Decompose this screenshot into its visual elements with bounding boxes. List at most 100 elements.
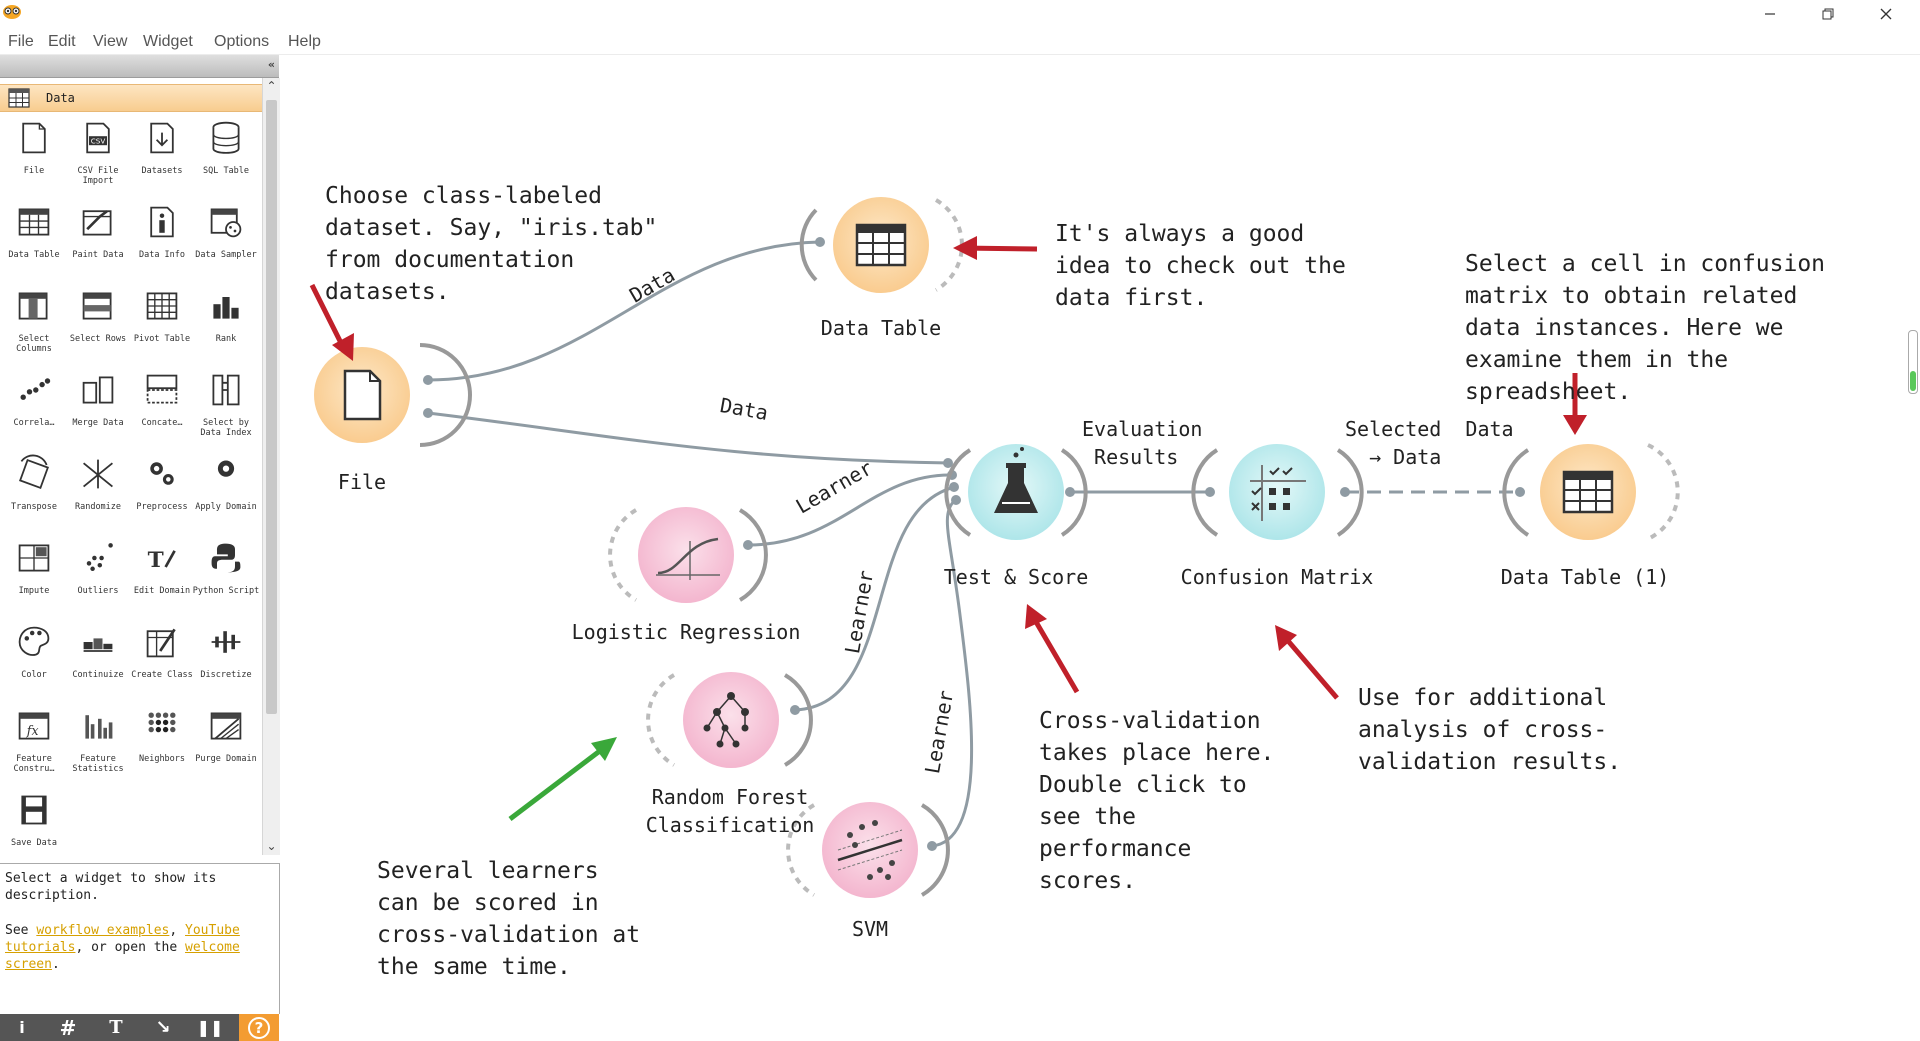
widget-tile[interactable]: Data Sampler (194, 200, 258, 284)
minimize-button[interactable] (1750, 2, 1790, 26)
widget-tile[interactable]: Pivot Table (130, 284, 194, 368)
welcome-screen-link[interactable]: welcome screen (5, 940, 240, 972)
widget-tile[interactable]: Save Data (2, 788, 66, 855)
tree-icon (703, 692, 749, 748)
menu-options[interactable]: Options (214, 33, 270, 50)
table-icon (1562, 470, 1614, 514)
note-check-data[interactable]: It's always a good idea to check out the… (1055, 221, 1346, 311)
node-svm[interactable] (786, 802, 950, 898)
pause-button[interactable]: ❚❚ (190, 1014, 230, 1041)
text-annotation-button[interactable]: T (96, 1014, 136, 1041)
widget-tile[interactable]: Transpose (2, 452, 66, 536)
scrollbar-thumb[interactable] (266, 100, 277, 714)
menu-widget[interactable]: Widget (143, 33, 193, 50)
widget-tile-label: Apply Domain (195, 502, 257, 512)
widget-tile[interactable]: File (2, 116, 66, 200)
widget-tile[interactable]: Rank (194, 284, 258, 368)
widget-tile[interactable]: Color (2, 620, 66, 704)
help-button[interactable]: ? (239, 1014, 279, 1041)
widget-tile[interactable]: Select Columns (2, 284, 66, 368)
node-file[interactable] (314, 343, 472, 447)
info-icon (150, 206, 174, 238)
widget-tile[interactable]: Data Info (130, 200, 194, 284)
node-label-confusion-matrix: Confusion Matrix (1180, 565, 1374, 589)
widget-tile-label: Paint Data (72, 250, 124, 260)
menu-help[interactable]: Help (288, 33, 321, 50)
widget-tile[interactable]: Create Class (130, 620, 194, 704)
widget-tile[interactable]: Discretize (194, 620, 258, 704)
menu-file[interactable]: File (8, 33, 34, 50)
widget-tile[interactable]: Merge Data (66, 368, 130, 452)
widget-tile-label: Data Table (8, 250, 60, 260)
note-cross-validation[interactable]: Cross-validation takes place here. Doubl… (1039, 708, 1275, 894)
note-additional-analysis[interactable]: Use for additional analysis of cross- va… (1358, 685, 1622, 775)
table-icon (18, 208, 50, 236)
node-random-forest[interactable] (646, 672, 813, 768)
arrow-table-note[interactable] (953, 236, 1038, 260)
widget-tile[interactable]: Concate… (130, 368, 194, 452)
widget-tile[interactable]: Datasets (130, 116, 194, 200)
note-select-cell[interactable]: Select a cell in confusion matrix to obt… (1465, 251, 1826, 405)
note-choose-dataset[interactable]: Choose class-labeled dataset. Say, "iris… (325, 183, 658, 305)
widget-tile[interactable]: Preprocess (130, 452, 194, 536)
youtube-tutorials-link[interactable]: YouTube tutorials (5, 923, 240, 955)
restore-button[interactable] (1808, 2, 1848, 26)
widget-tile[interactable]: Outliers (66, 536, 130, 620)
widget-tile[interactable]: Python Script (193, 536, 259, 620)
widget-tile[interactable]: Impute (2, 536, 66, 620)
link-svm-testscore[interactable] (931, 498, 974, 848)
arrow-cm-select-note[interactable] (1563, 373, 1587, 435)
link-file-datatable[interactable] (427, 240, 821, 382)
widget-tile[interactable]: Select by Data Index (194, 368, 258, 452)
info-button[interactable]: i (2, 1014, 42, 1041)
widget-tile[interactable]: Neighbors (130, 704, 194, 788)
link-lr-testscore[interactable] (747, 473, 951, 547)
widget-tile[interactable]: SQL Table (194, 116, 258, 200)
workflow-canvas[interactable]: Data Data Learner Learner Learner Evalua… (280, 55, 1920, 1041)
widget-tile[interactable]: Purge Domain (194, 704, 258, 788)
widget-tile[interactable]: Feature Statistics (66, 704, 130, 788)
category-data[interactable]: Data (0, 84, 262, 112)
menu-view[interactable]: View (93, 33, 128, 50)
workflow-examples-link[interactable]: workflow examples (36, 923, 170, 938)
widget-tile[interactable]: Correla… (2, 368, 66, 452)
widget-tile[interactable]: Randomize (66, 452, 130, 536)
canvas-scroll-indicator[interactable] (1908, 330, 1918, 394)
toolbox-scrollbar[interactable]: ⌃ ⌄ (262, 78, 280, 855)
widget-tile[interactable]: Data Table (2, 200, 66, 284)
link-rf-testscore[interactable] (794, 485, 956, 712)
widget-tile-label: Preprocess (136, 502, 188, 512)
note-several-learners[interactable]: Several learners can be scored in cross-… (377, 858, 641, 980)
scroll-down-icon[interactable]: ⌄ (266, 839, 277, 853)
widget-tile[interactable]: Apply Domain (194, 452, 258, 536)
node-logistic-regression[interactable] (608, 507, 768, 603)
scroll-up-icon[interactable]: ⌃ (266, 79, 277, 93)
widget-tile[interactable]: Select Rows (66, 284, 130, 368)
palette-icon (18, 626, 50, 656)
widget-tile-label: Edit Domain (133, 586, 191, 596)
arrow-annotation-button[interactable]: ↘ (143, 1014, 183, 1041)
confusion-matrix-icon (1250, 465, 1306, 521)
node-data-table[interactable] (799, 197, 964, 293)
node-confusion-matrix[interactable] (1191, 444, 1364, 540)
collapse-dock-icon[interactable]: « (267, 58, 275, 71)
widget-tile[interactable]: Paint Data (66, 200, 130, 284)
widget-tile-label: Select Rows (69, 334, 127, 344)
node-data-table-1[interactable] (1502, 443, 1680, 541)
arrow-learners-note[interactable] (508, 737, 617, 821)
arrow-file-note[interactable] (309, 283, 354, 361)
widget-tile-label: Datasets (141, 166, 183, 176)
impute-icon (18, 544, 50, 572)
datasets-icon (150, 122, 174, 154)
node-test-score[interactable] (944, 444, 1088, 540)
menu-edit[interactable]: Edit (48, 33, 76, 50)
close-button[interactable] (1866, 2, 1906, 26)
grid-button[interactable]: # (48, 1014, 88, 1041)
arrow-cm-use-note[interactable] (1275, 625, 1339, 700)
link-file-testscore[interactable] (427, 411, 951, 465)
widget-tile[interactable]: Continuize (66, 620, 130, 704)
arrow-cv-note[interactable] (1025, 604, 1080, 694)
